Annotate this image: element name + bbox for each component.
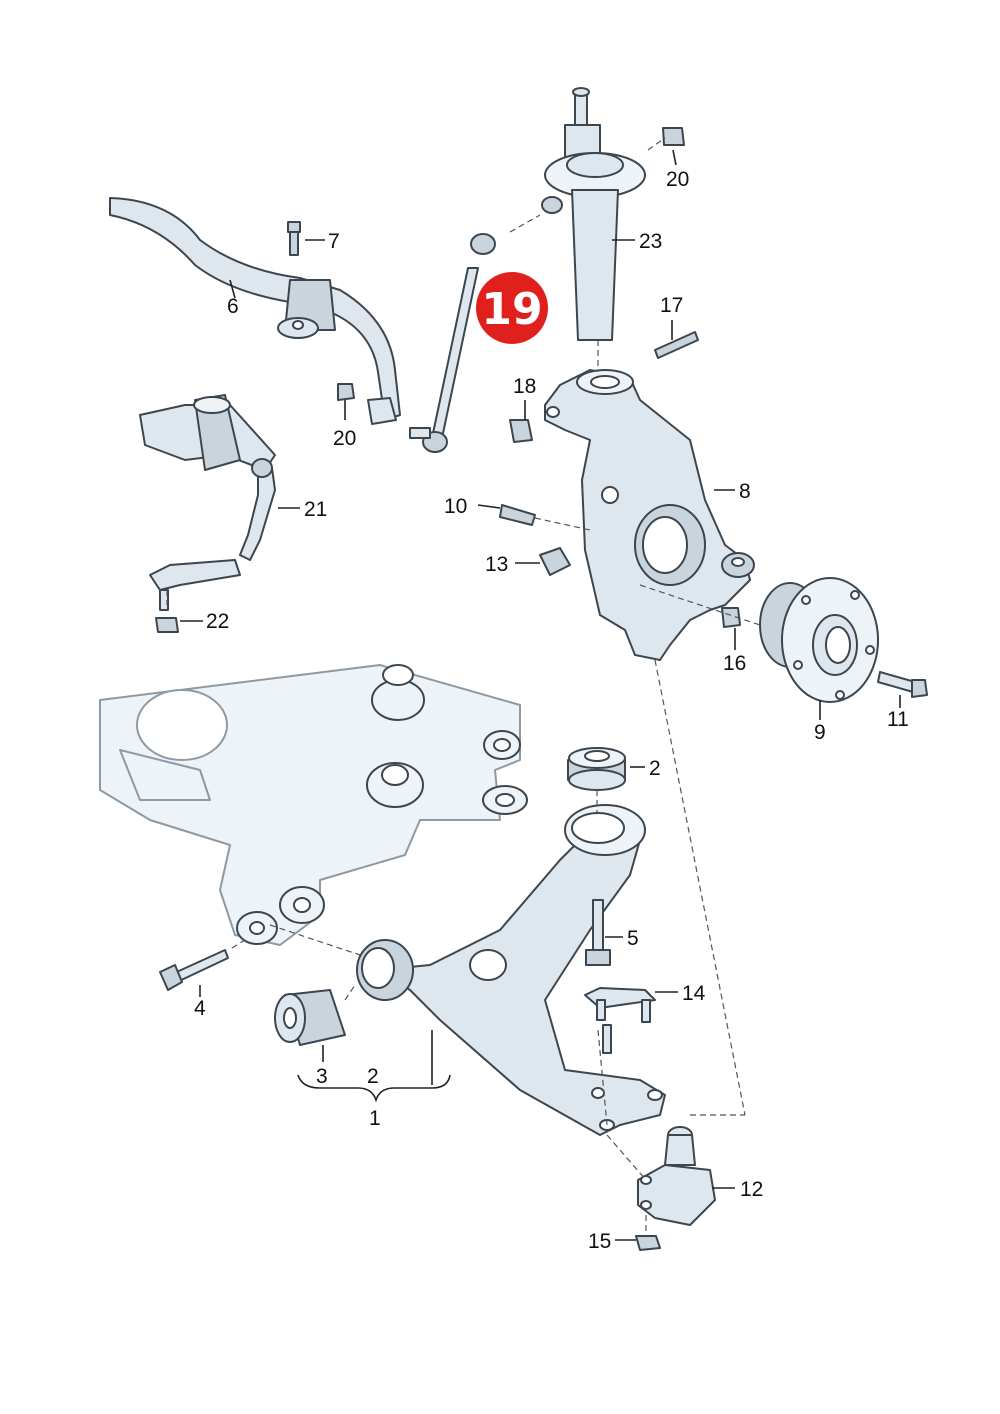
strut <box>541 87 685 341</box>
callout-15: 15 <box>588 1230 611 1253</box>
callout-3: 3 <box>316 1065 328 1088</box>
ball-joint <box>635 1126 716 1251</box>
callout-21: 21 <box>304 498 327 521</box>
leader-lines <box>180 149 901 1241</box>
callout-7: 7 <box>328 230 340 253</box>
callout-14: 14 <box>682 982 706 1005</box>
stabilizer-bar <box>109 197 401 425</box>
level-sensor <box>139 394 276 633</box>
callout-9: 9 <box>814 721 826 744</box>
wheel-hub <box>759 577 928 703</box>
callout-23: 23 <box>639 230 662 253</box>
callout-22: 22 <box>206 610 229 633</box>
bracket-14 <box>584 987 656 1054</box>
callout-labels: 7 6 20 23 17 18 20 8 10 21 13 22 16 9 11… <box>194 168 909 1253</box>
highlight-badge-19: 19 <box>476 272 548 344</box>
callout-6: 6 <box>227 295 239 318</box>
front-bushing <box>567 747 626 791</box>
highlight-badge-label: 19 <box>481 284 542 335</box>
callout-12: 12 <box>740 1178 763 1201</box>
callout-16: 16 <box>723 652 746 675</box>
callout-20-upper: 20 <box>666 168 689 191</box>
callout-17: 17 <box>660 294 683 317</box>
bolt-5 <box>585 899 611 966</box>
callout-5: 5 <box>627 927 639 950</box>
callout-2-upper: 2 <box>649 757 661 780</box>
subframe <box>99 664 528 946</box>
callout-11: 11 <box>887 708 909 731</box>
callout-18: 18 <box>513 375 536 398</box>
callout-1: 1 <box>369 1107 381 1130</box>
stabilizer-link <box>409 233 496 453</box>
bolt-4 <box>159 949 229 991</box>
rear-bushing <box>274 989 346 1046</box>
steering-knuckle <box>499 331 755 661</box>
callout-8: 8 <box>739 480 751 503</box>
callout-4: 4 <box>194 997 206 1020</box>
callout-10: 10 <box>444 495 467 518</box>
highlight-badge-circle <box>476 272 548 344</box>
callout-20-lower: 20 <box>333 427 356 450</box>
assembly-lines <box>166 137 761 1236</box>
callout-13: 13 <box>485 553 508 576</box>
callout-2-lower: 2 <box>367 1065 379 1088</box>
